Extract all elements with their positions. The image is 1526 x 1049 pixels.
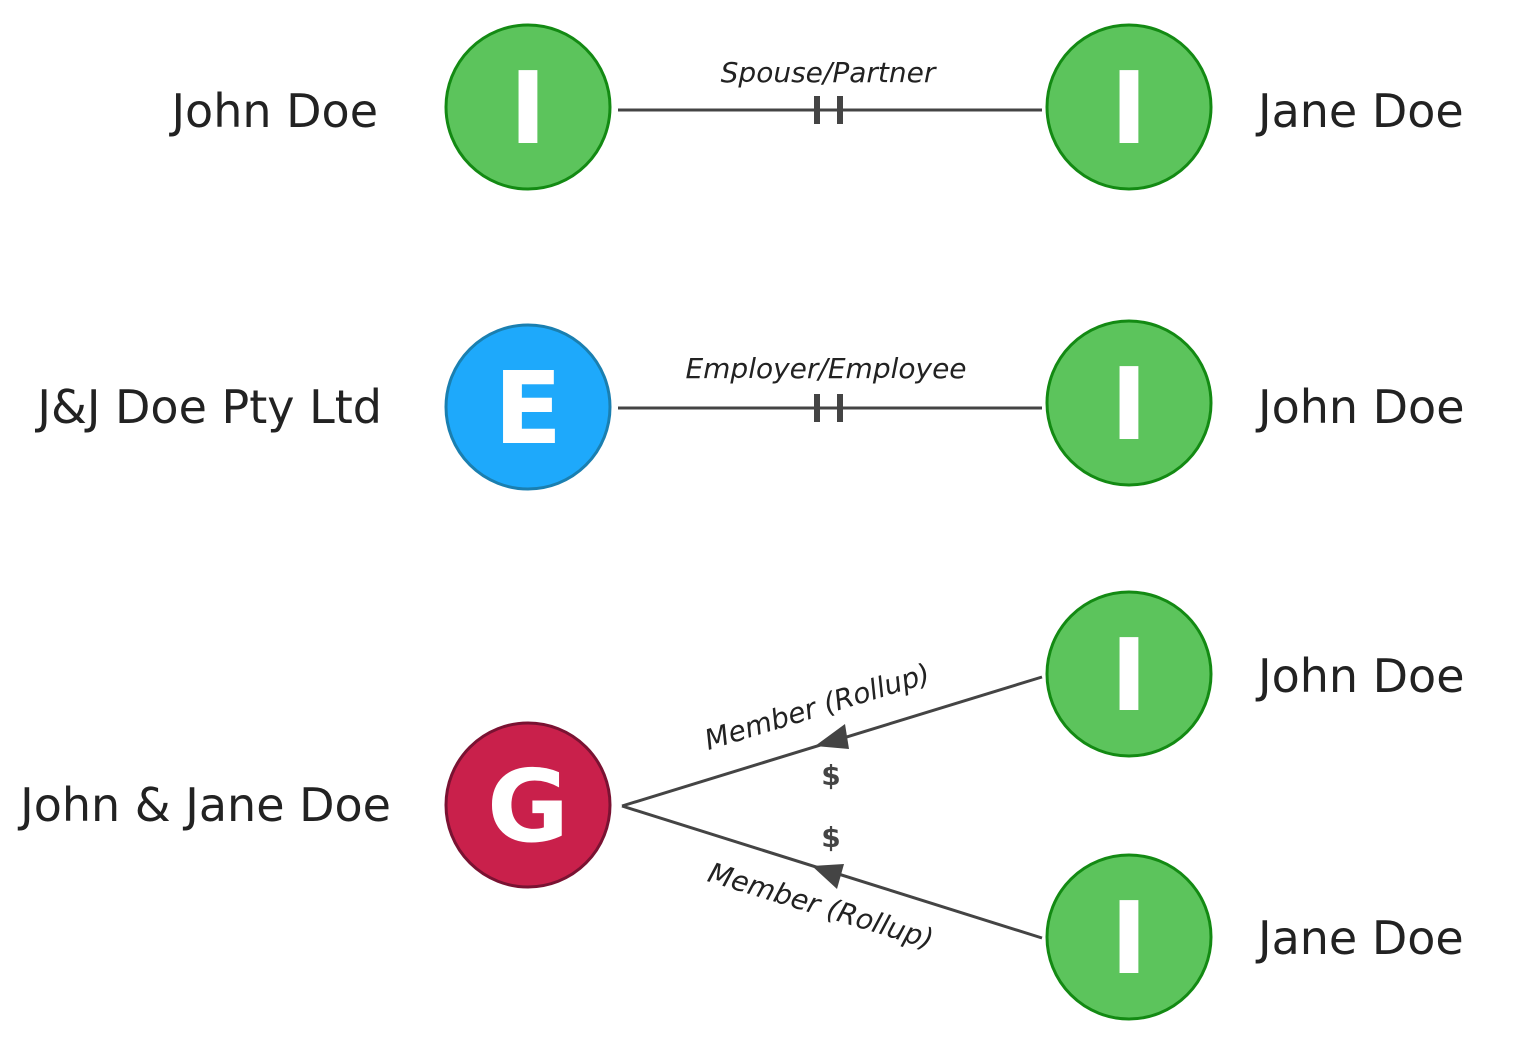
employer-employee-label: Employer/Employee (685, 352, 966, 385)
money-indicator-top: $ (821, 759, 840, 792)
individual-node-circle (1045, 23, 1213, 191)
member-top-name: John Doe (1255, 649, 1465, 703)
individual-node-circle (444, 23, 612, 191)
individual-node-letter: I (1110, 346, 1147, 463)
member-rollup-arrow-top (815, 724, 849, 749)
row-group-members: John & Jane Doe Member (Rollup) $ Member… (17, 590, 1465, 1021)
row1-right-individual-node[interactable]: I (1045, 23, 1213, 191)
row2-left-name: J&J Doe Pty Ltd (34, 380, 382, 434)
individual-node-letter: I (1110, 617, 1147, 734)
row-spouse-partner: John Doe Spouse/Partner I I Jane Doe (168, 23, 1464, 191)
group-node-circle (444, 721, 612, 889)
spouse-partner-label: Spouse/Partner (721, 56, 937, 89)
row2-right-name: John Doe (1255, 380, 1465, 434)
individual-node-circle (1045, 590, 1213, 758)
member-rollup-label-top: Member (Rollup) (701, 657, 934, 757)
individual-node-letter: I (509, 50, 546, 167)
row1-left-name: John Doe (168, 84, 378, 138)
individual-node-circle (1045, 319, 1213, 487)
individual-node-letter: I (1110, 880, 1147, 997)
row-employer-employee: J&J Doe Pty Ltd Employer/Employee E I Jo… (34, 319, 1465, 491)
group-node-letter: G (487, 748, 569, 865)
money-indicator-bottom: $ (821, 821, 840, 854)
member-bottom-individual-node[interactable]: I (1045, 853, 1213, 1021)
member-bottom-name: Jane Doe (1255, 911, 1464, 965)
row1-right-name: Jane Doe (1255, 84, 1464, 138)
member-top-individual-node[interactable]: I (1045, 590, 1213, 758)
member-rollup-arrow-bottom (812, 864, 844, 889)
row2-individual-node[interactable]: I (1045, 319, 1213, 487)
group-name: John & Jane Doe (17, 778, 391, 832)
row1-left-individual-node[interactable]: I (444, 23, 612, 191)
entity-node-letter: E (494, 350, 562, 467)
individual-node-circle (1045, 853, 1213, 1021)
group-node[interactable]: G (444, 721, 612, 889)
individual-node-letter: I (1110, 50, 1147, 167)
row2-entity-node[interactable]: E (444, 323, 612, 491)
entity-node-circle (444, 323, 612, 491)
